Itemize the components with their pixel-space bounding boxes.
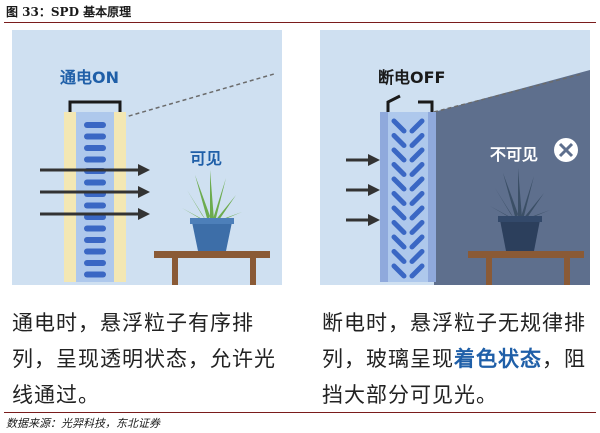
aligned-particle	[84, 271, 106, 278]
left-light-arrows	[40, 164, 150, 220]
source-note: 数据来源：光羿科技，东北证券	[6, 417, 160, 430]
right-light-arrows	[346, 154, 380, 226]
right-caption-before: 断电时，悬浮粒子无规律排列，玻璃呈现	[322, 311, 586, 371]
right-caption-after: ，阻挡大部分可见光。	[322, 347, 586, 407]
bottom-rule	[4, 412, 596, 413]
random-particle	[391, 118, 407, 134]
aligned-particle	[84, 248, 106, 255]
random-particle	[391, 147, 407, 163]
random-particle	[409, 263, 425, 279]
random-particle	[409, 205, 425, 221]
top-rule	[4, 22, 596, 23]
right-switch-open	[386, 94, 401, 112]
left-caption: 通电时，悬浮粒子有序排列，呈现透明状态，允许光线通过。	[12, 311, 276, 407]
random-particle	[391, 234, 407, 250]
aligned-particle	[84, 145, 106, 151]
left-particles	[84, 122, 106, 278]
right-caption-highlight: 着色状态	[454, 347, 542, 371]
random-particle	[409, 133, 425, 148]
random-particle	[409, 220, 425, 235]
right-particles	[391, 118, 425, 279]
random-particle	[391, 205, 407, 221]
left-panel: 通电ON 可见	[12, 30, 282, 285]
random-particle	[391, 220, 407, 235]
right-pot-rim	[498, 216, 542, 222]
random-particle	[409, 162, 425, 177]
left-state-label: 通电ON	[60, 68, 119, 87]
right-pot	[500, 220, 540, 251]
random-particle	[409, 147, 425, 163]
right-invisible-label: 不可见	[490, 145, 539, 164]
aligned-particle	[84, 133, 106, 140]
aligned-particle	[84, 156, 106, 163]
right-perspective-line	[433, 73, 583, 113]
right-shadow-region	[434, 70, 590, 285]
aligned-particle	[84, 202, 106, 209]
right-table-top	[468, 251, 584, 258]
aligned-particle	[84, 225, 106, 232]
left-table-leg	[250, 258, 256, 285]
right-state-label: 断电OFF	[378, 68, 446, 87]
random-particle	[409, 234, 425, 250]
random-particle	[391, 249, 407, 264]
figure-title: 图 33：SPD 基本原理	[6, 5, 132, 19]
left-perspective-line	[121, 73, 275, 119]
right-table-leg	[486, 258, 492, 285]
aligned-particle	[84, 260, 106, 266]
random-particle	[409, 191, 425, 206]
right-table-leg	[564, 258, 570, 285]
left-table-top	[154, 251, 270, 258]
aligned-particle	[84, 179, 106, 186]
left-background	[12, 30, 282, 285]
left-visible-label: 可见	[190, 149, 223, 168]
right-caption: 断电时，悬浮粒子无规律排列，玻璃呈现着色状态，阻挡大部分可见光。	[322, 305, 594, 413]
random-particle	[409, 176, 425, 192]
left-pot-rim	[190, 218, 234, 224]
random-particle	[391, 191, 407, 206]
left-table-leg	[172, 258, 178, 285]
left-pot	[192, 222, 232, 251]
right-switch-contact	[418, 100, 434, 112]
random-particle	[409, 249, 425, 264]
right-panel: 断电OFF 不可见	[320, 30, 590, 285]
no-entry-x-icon	[554, 138, 578, 162]
aligned-particle	[84, 237, 106, 243]
random-particle	[391, 133, 407, 148]
random-particle	[391, 263, 407, 279]
random-particle	[391, 176, 407, 192]
random-particle	[391, 162, 407, 177]
left-panel-illustration	[12, 30, 282, 285]
left-switch-closed	[68, 100, 122, 112]
random-particle	[409, 118, 425, 134]
left-plant	[182, 170, 242, 222]
aligned-particle	[84, 122, 106, 128]
right-panel-illustration	[320, 30, 590, 285]
